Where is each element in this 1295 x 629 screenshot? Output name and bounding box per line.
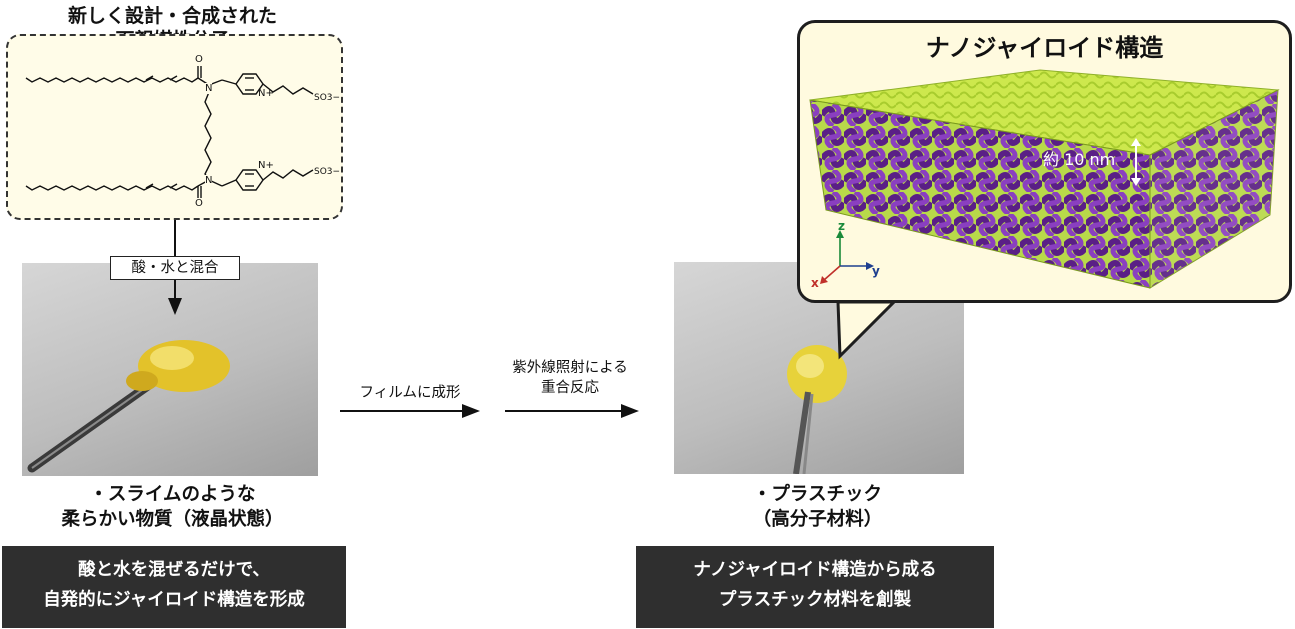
slime-panel-line1: 酸と水を混ぜるだけで、 [78,560,270,580]
plastic-panel-line2: プラスチック材料を創製 [718,590,912,610]
plastic-panel-line1: ナノジャイロイド構造から成る [693,560,937,580]
axis-x-label: x [811,276,819,290]
axis-indicator [820,230,874,284]
carbonyl-o-label-bottom: O [195,198,203,209]
slime-summary-panel: 酸と水を混ぜるだけで、 自発的にジャイロイド構造を形成 [2,546,346,628]
amide-n-label-top: N [205,83,213,94]
amide-n-label-bottom: N [205,175,213,186]
sulfonate-label-top: SO3− [314,93,341,103]
plastic-summary-panel: ナノジャイロイド構造から成る プラスチック材料を創製 [636,546,994,628]
molecule-structure-drawing [25,66,314,198]
gyroid-block-illustration [809,69,1280,289]
axis-y-label: y [872,264,880,278]
sulfonate-label-bottom: SO3− [314,167,341,177]
carbonyl-o-label-top: O [195,54,203,65]
slime-illustration [27,340,230,473]
slime-caption: ・スライムのような 柔らかい物質（液晶状態） [0,482,345,532]
inset-title: ナノジャイロイド構造 [925,34,1164,62]
mix-step-label: 酸・水と混合 [110,256,240,280]
film-forming-arrow [340,404,480,418]
plastic-illustration [787,345,847,475]
uv-polymerization-arrow [505,404,639,418]
slime-caption-line2: 柔らかい物質（液晶状態） [61,509,284,530]
slime-photo [22,263,318,476]
plastic-caption-line1: ・プラスチック [752,484,883,505]
axis-z-label: z [838,219,845,233]
plastic-caption: ・プラスチック （高分子材料） [640,482,995,532]
uv-label-line2: 重合反応 [541,380,599,396]
thickness-label: 約 10 nm [1043,150,1116,169]
pyridinium-n-label-top: N+ [258,88,274,99]
slime-caption-line1: ・スライムのような [89,484,256,505]
molecule-title-line1: 新しく設計・合成された [67,5,277,27]
uv-label-line1: 紫外線照射による [512,360,628,376]
slime-panel-line2: 自発的にジャイロイド構造を形成 [43,590,305,610]
uv-polymerization-label: 紫外線照射による 重合反応 [495,358,645,398]
plastic-caption-line2: （高分子材料） [752,509,883,530]
pyridinium-n-label-bottom: N+ [258,160,274,171]
film-forming-label: フィルムに成形 [359,385,461,401]
